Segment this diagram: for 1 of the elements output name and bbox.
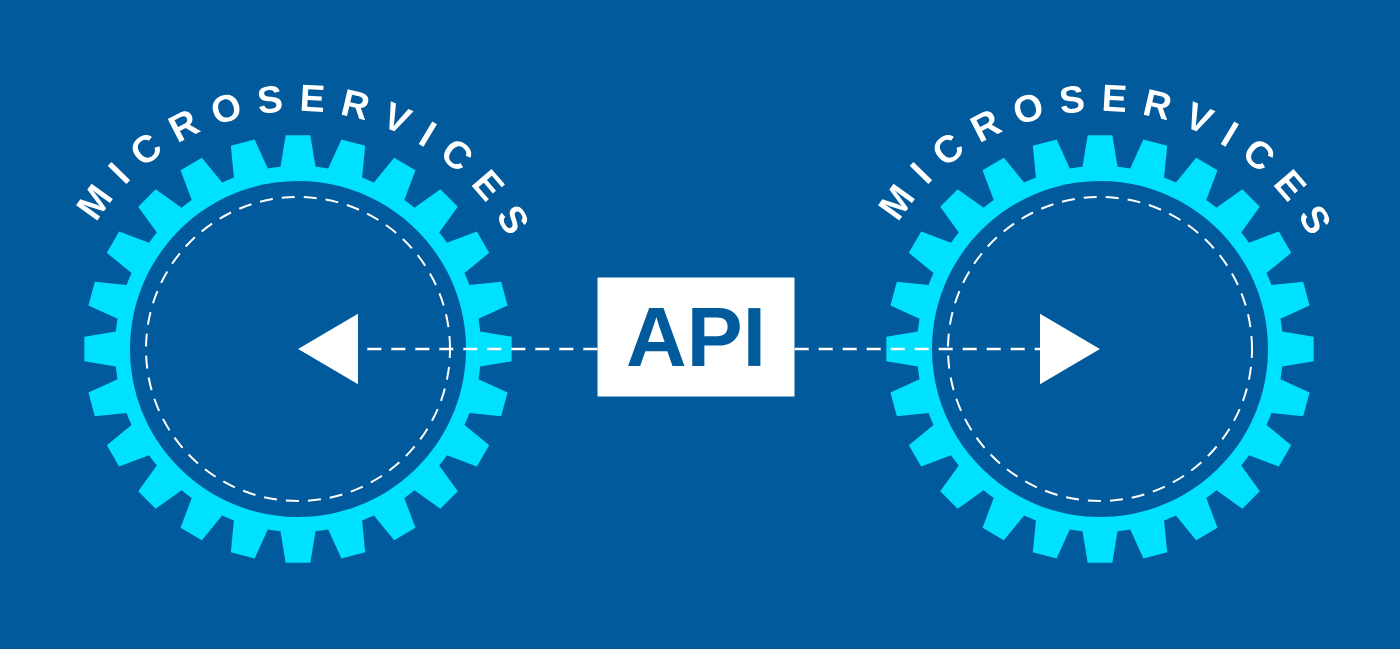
label-box: API bbox=[597, 277, 795, 397]
